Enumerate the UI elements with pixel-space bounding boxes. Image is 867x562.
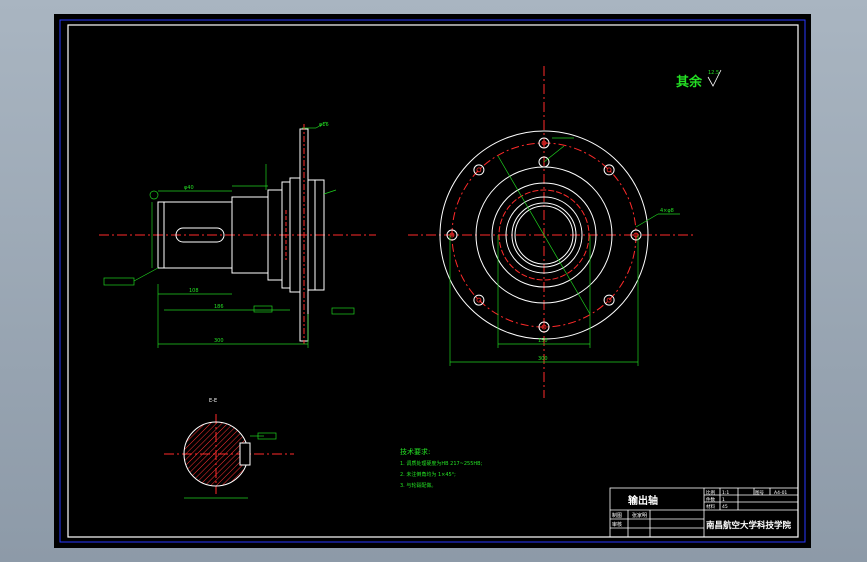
bolt-hole — [603, 294, 615, 306]
bolt-hole-center — [476, 297, 482, 303]
dim-overall-label: 300 — [214, 338, 224, 344]
part-name: 输出轴 — [628, 494, 658, 507]
bolt-hole-center — [476, 167, 482, 173]
bolt-hole — [473, 294, 485, 306]
value-drawing-no: A4-01 — [774, 490, 787, 496]
tech-note-1: 1. 调质处理硬度为HB 217~255HB; — [400, 460, 483, 467]
roughness-label: 其余 — [676, 74, 703, 90]
title-block — [609, 487, 799, 538]
shaft-view — [99, 124, 376, 344]
roughness-value: 12.5 — [708, 70, 719, 76]
drafter-name: 张家明 — [632, 512, 647, 519]
dim-l2-label: 186 — [214, 304, 224, 310]
tech-note-2: 2. 未注倒角均为 1×45°; — [400, 471, 456, 478]
bolt-hole — [446, 229, 458, 241]
dim-d1-label: φ40 — [184, 185, 194, 191]
value-scale: 1:1 — [722, 490, 729, 496]
flange-inner-dim: 150 — [538, 338, 548, 344]
dim-face-label: φ16 — [319, 122, 329, 128]
drawing-sheet[interactable]: 300 186 108 φ40 φ16 — [54, 14, 811, 548]
row-label-check: 审核 — [612, 521, 622, 528]
bolt-hole-center — [606, 167, 612, 173]
bolt-hole-center — [606, 297, 612, 303]
value-material: 45 — [722, 504, 728, 510]
organization: 南昌航空大学科技学院 — [706, 520, 792, 531]
label-scale: 比例 — [706, 489, 715, 496]
technical-notes: 技术要求: 1. 调质处理硬度为HB 217~255HB; 2. 未注倒角均为 … — [400, 447, 483, 489]
outer-frame — [59, 19, 806, 543]
bolt-holes — [446, 137, 642, 333]
flange-dimensions — [449, 137, 680, 366]
section-label: E-E — [209, 398, 217, 404]
shaft-dimensions — [103, 121, 355, 348]
flange-view — [408, 66, 694, 398]
row-label-draw: 制图 — [612, 512, 622, 519]
label-drawing-no: 图号 — [755, 490, 764, 496]
bolt-hole — [603, 164, 615, 176]
value-qty: 1 — [722, 497, 725, 503]
flange-outer-dim: 300 — [538, 356, 548, 362]
drawing-canvas: 300 186 108 φ40 φ16 — [59, 19, 806, 543]
flange-hole-note: 4×φ8 — [660, 208, 674, 214]
tech-note-3: 3. 与轮毂配做。 — [400, 482, 436, 489]
inner-hole — [538, 156, 550, 168]
inner-frame — [67, 24, 799, 538]
section-view — [164, 414, 294, 499]
bolt-hole-center — [541, 140, 547, 146]
bolt-hole — [538, 321, 550, 333]
bolt-hole — [630, 229, 642, 241]
tech-title: 技术要求: — [400, 447, 430, 456]
dim-l1-label: 108 — [189, 288, 199, 294]
label-qty: 件数 — [706, 496, 715, 503]
roughness-symbol-icon — [707, 69, 722, 87]
bolt-hole — [538, 137, 550, 149]
label-material: 材料 — [706, 503, 715, 510]
bolt-hole — [473, 164, 485, 176]
bolt-hole-center — [541, 324, 547, 330]
